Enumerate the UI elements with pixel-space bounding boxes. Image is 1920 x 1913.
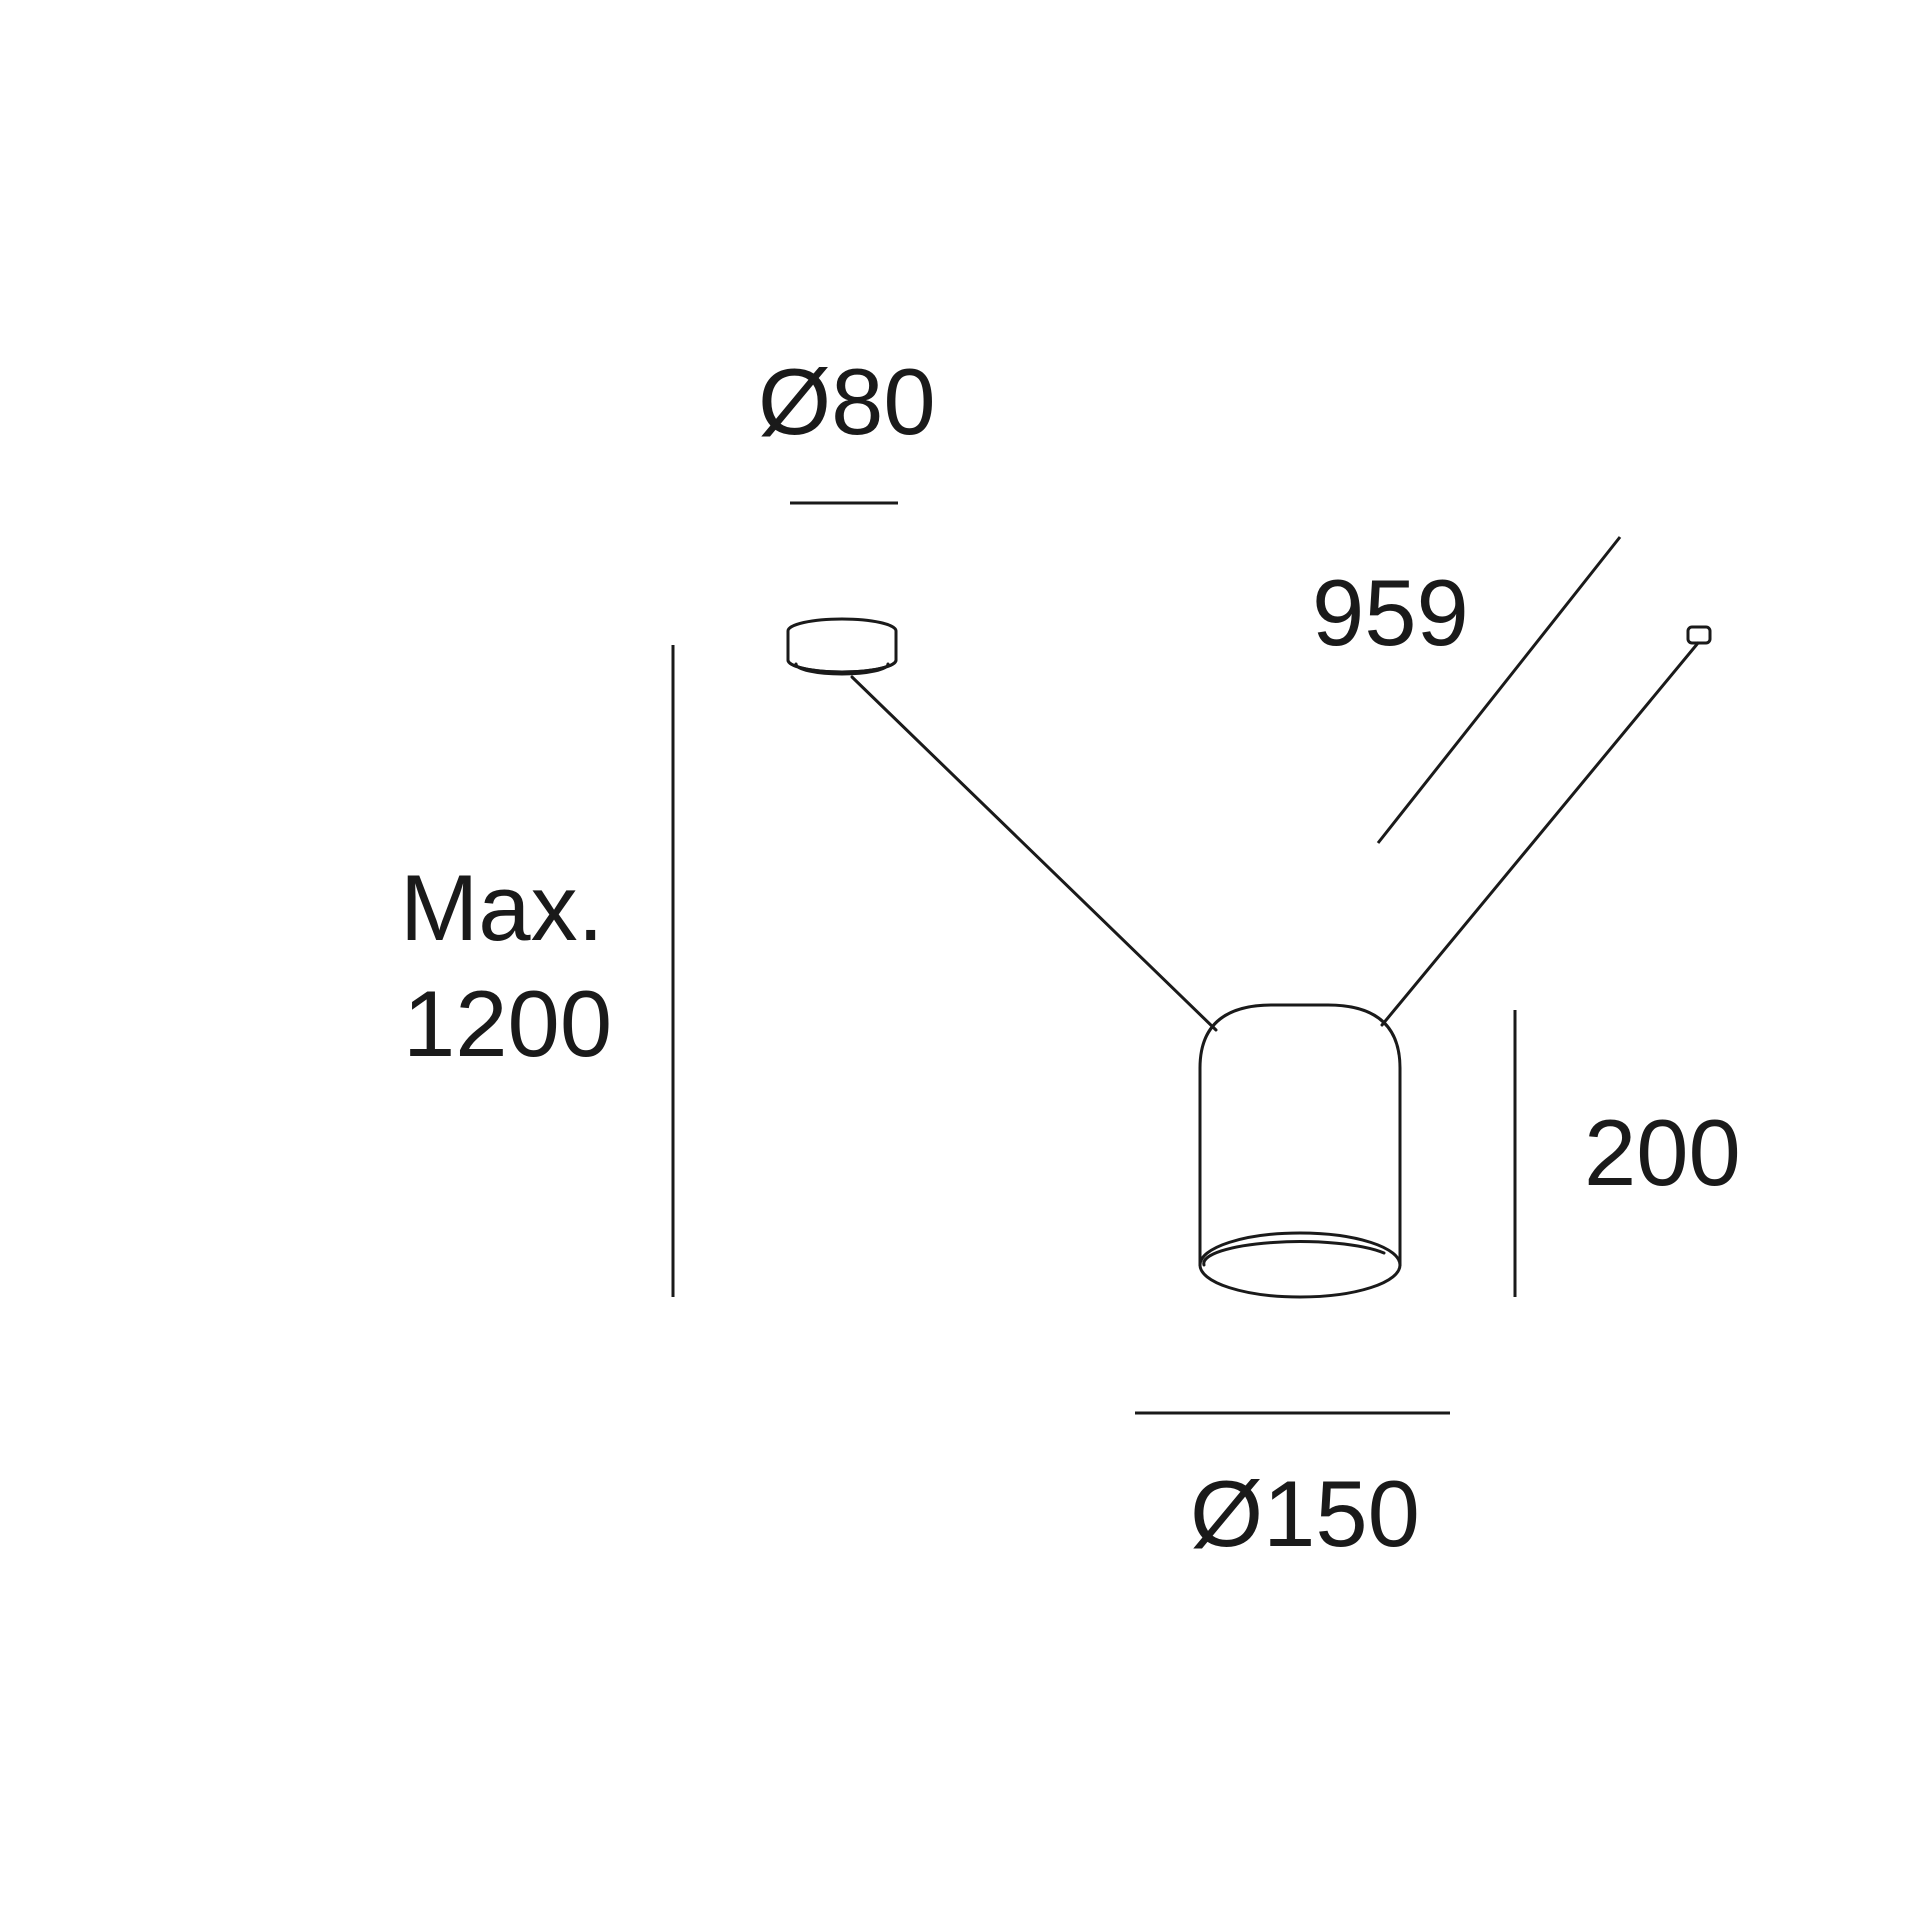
max-height-value: 1200 <box>403 971 612 1076</box>
ceiling-canopy <box>786 617 898 676</box>
canopy-diameter-label: Ø80 <box>758 349 936 454</box>
lamp-shade <box>1198 1003 1402 1299</box>
left-suspension-cable <box>850 675 1218 1032</box>
shade-diameter-label: Ø150 <box>1190 1461 1420 1566</box>
ceiling-anchor <box>1686 625 1712 645</box>
cable-length-label: 959 <box>1312 560 1469 665</box>
right-suspension-cable <box>1380 641 1700 1027</box>
shade-height-label: 200 <box>1584 1100 1741 1205</box>
max-height-label: Max. <box>400 855 604 960</box>
cable-length-dimension-line <box>1376 536 1622 844</box>
